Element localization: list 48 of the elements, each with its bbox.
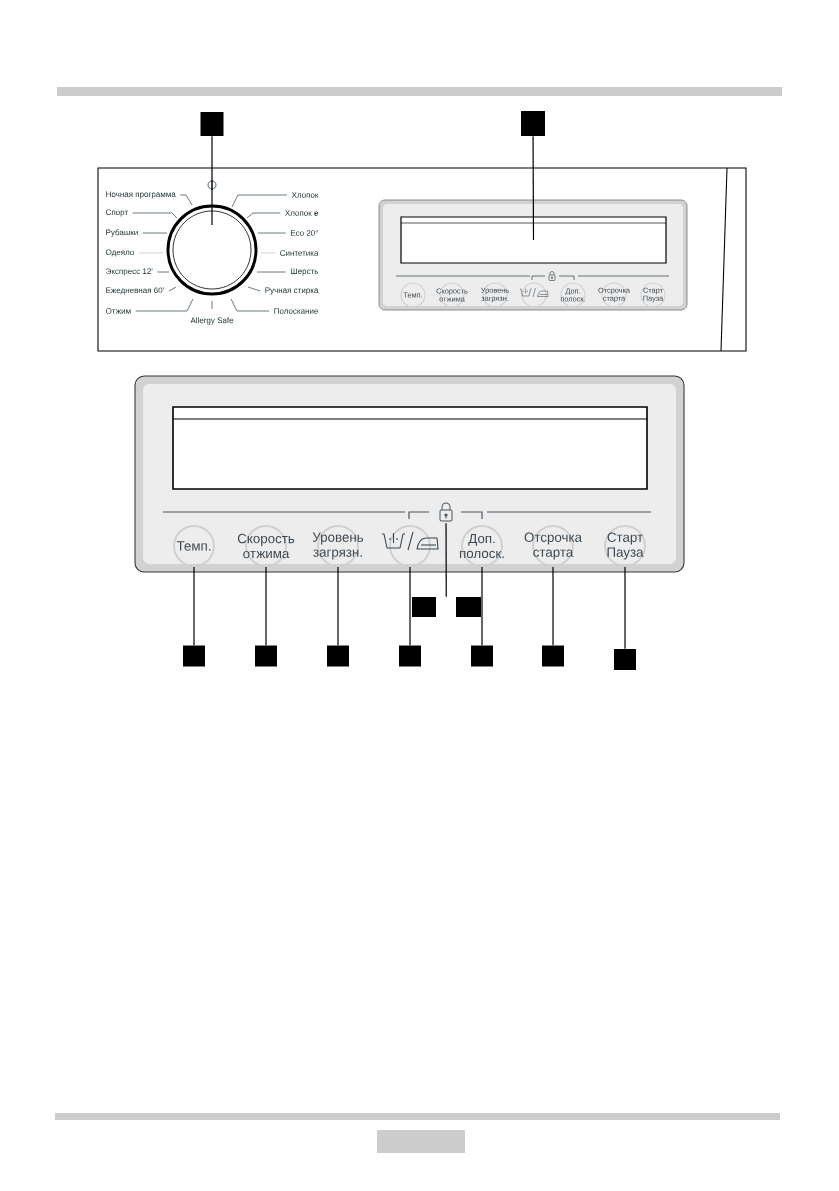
program-label: Рубашки bbox=[106, 229, 138, 237]
program-label: Шерсть bbox=[291, 268, 319, 276]
program-dial bbox=[166, 204, 258, 296]
program-label: Полоскание bbox=[274, 308, 319, 314]
program-label: Ночная программа bbox=[106, 191, 176, 199]
callout-box bbox=[183, 645, 205, 667]
callout-box bbox=[327, 645, 349, 667]
button bbox=[389, 525, 431, 567]
program-label: Хлопок bbox=[291, 192, 319, 198]
display-window bbox=[172, 406, 648, 490]
program-label: Отжим bbox=[106, 308, 131, 314]
leader-line bbox=[409, 566, 411, 646]
button: Скорость отжима bbox=[237, 525, 295, 567]
button: Доп. полоск. bbox=[460, 525, 504, 567]
leader-line bbox=[445, 522, 447, 598]
callout-box bbox=[471, 645, 493, 667]
program-label: Allergy Safe bbox=[190, 317, 234, 325]
leader-line bbox=[337, 566, 339, 646]
display-window bbox=[400, 216, 667, 264]
leader-line bbox=[193, 566, 195, 646]
button: Уровень загрязн. bbox=[312, 525, 364, 567]
callout-box bbox=[521, 111, 545, 136]
leader-line bbox=[532, 135, 535, 241]
lock-icon bbox=[439, 502, 453, 522]
leader-line bbox=[552, 566, 554, 646]
callout-box bbox=[614, 649, 636, 670]
callout-box bbox=[542, 645, 564, 667]
program-label: Ручная стирка bbox=[265, 287, 319, 295]
callout-box bbox=[456, 597, 481, 617]
button: Старт Пауза bbox=[604, 525, 646, 567]
program-label: Хлопок e bbox=[285, 210, 319, 216]
program-label: Синтетика bbox=[280, 250, 319, 256]
leader-line bbox=[265, 566, 267, 646]
button: Отсрочка старта bbox=[524, 525, 582, 567]
callout-box bbox=[399, 645, 421, 667]
button: Темп. bbox=[173, 525, 215, 567]
leader-line bbox=[211, 135, 213, 226]
callout-box bbox=[255, 645, 277, 667]
program-label: Спорт bbox=[106, 209, 128, 217]
leader-line bbox=[624, 566, 626, 650]
leader-line bbox=[481, 566, 483, 646]
button bbox=[521, 282, 547, 308]
program-label: Eco 20° bbox=[290, 230, 318, 236]
callout-box bbox=[200, 112, 224, 136]
callout-box bbox=[412, 597, 436, 617]
front-panel bbox=[97, 167, 747, 352]
program-label: Экспресс 12' bbox=[106, 268, 153, 276]
program-label: Одеяло bbox=[106, 249, 134, 257]
